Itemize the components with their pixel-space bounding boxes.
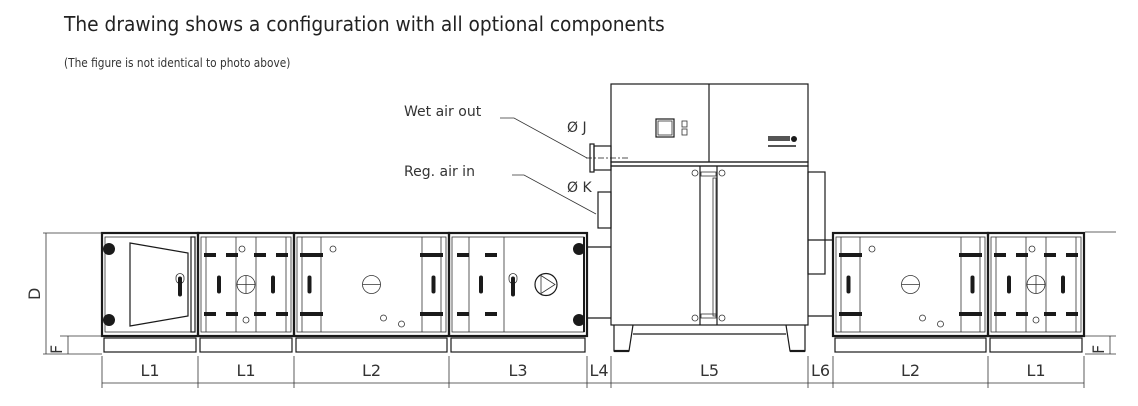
fan-icon — [534, 272, 558, 297]
dimension-f-right: F — [1085, 231, 1116, 355]
dim-label-l4: L4 — [589, 361, 608, 380]
filter-section-4 — [986, 231, 1086, 353]
dim-label-l1: L1 — [1026, 361, 1045, 380]
dim-label-l1: L1 — [236, 361, 255, 380]
inlet-damper-section — [100, 231, 200, 353]
dia-j-label: Ø J — [567, 120, 587, 136]
hinge-icon — [103, 243, 115, 255]
control-panel-screen — [655, 118, 675, 138]
reg-air-leader-line — [512, 174, 597, 215]
dim-label-l2: L2 — [362, 361, 381, 380]
dim-label-f-left: F — [47, 345, 66, 354]
dim-label-l1: L1 — [140, 361, 159, 380]
dim-label-l3: L3 — [508, 361, 527, 380]
filter-section-1 — [196, 231, 296, 353]
dia-k-label: Ø K — [567, 180, 592, 196]
filter-section-2 — [292, 231, 451, 353]
wet-air-leader-line — [500, 117, 588, 159]
reg-air-inlet — [597, 191, 612, 229]
dim-label-f-right: F — [1089, 345, 1108, 354]
dim-label-l2: L2 — [901, 361, 920, 380]
filter-section-3 — [831, 231, 990, 353]
wet-air-out-label: Wet air out — [404, 104, 482, 120]
dimension-d: D — [25, 232, 102, 355]
page-subtitle: (The figure is not identical to photo ab… — [64, 56, 291, 70]
dim-label-d: D — [25, 288, 44, 300]
hinge-icon — [573, 243, 585, 255]
dim-label-l6: L6 — [811, 361, 830, 380]
dehumidifier-unit — [586, 83, 826, 353]
indicator-icon — [681, 128, 688, 136]
page-title: The drawing shows a configuration with a… — [64, 12, 665, 36]
dim-label-l5: L5 — [700, 361, 719, 380]
hinge-icon — [573, 314, 585, 326]
brand-logo-icon — [768, 136, 797, 147]
hinge-icon — [103, 314, 115, 326]
fan-section — [447, 231, 589, 353]
reg-air-in-label: Reg. air in — [404, 164, 475, 180]
unit-lower-cabinet — [610, 165, 809, 326]
dimension-f-left: F — [47, 335, 102, 354]
switch-icon — [681, 120, 688, 128]
